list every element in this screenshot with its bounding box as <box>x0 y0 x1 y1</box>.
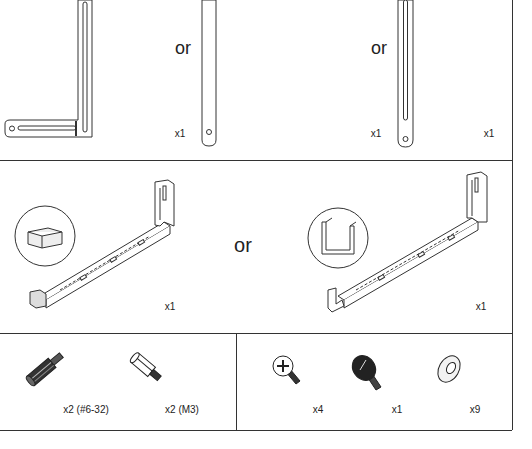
detail-edge <box>326 218 356 226</box>
slot <box>80 275 87 281</box>
hole <box>207 130 212 135</box>
row-divider <box>0 430 512 431</box>
quantity-label: x1 <box>175 129 186 139</box>
washer <box>433 352 464 386</box>
detail-u-channel <box>322 222 354 254</box>
quantity-label: x2 (M3) <box>165 405 199 415</box>
alternative-marker: or <box>371 39 387 57</box>
screw <box>273 356 300 384</box>
washer-hole <box>445 361 458 375</box>
thread <box>150 370 162 381</box>
hole <box>10 126 15 131</box>
row-divider <box>0 160 512 161</box>
slot <box>378 275 385 281</box>
detail-foot <box>28 228 62 248</box>
bar-body <box>202 0 216 146</box>
bracket-u-end <box>328 288 344 312</box>
thumb-screw <box>348 351 381 390</box>
slot <box>110 257 117 263</box>
hex-facet <box>135 357 152 371</box>
slot <box>418 252 425 258</box>
detail-edge <box>28 232 62 248</box>
frame-lines <box>0 0 513 431</box>
alternative-marker: or <box>234 235 252 255</box>
quantity-label: x4 <box>313 405 324 415</box>
quantity-label: x2 (#6-32) <box>63 405 109 415</box>
slot <box>18 126 76 130</box>
bar-body <box>398 0 413 147</box>
thread <box>50 353 63 365</box>
bend-line <box>75 121 77 136</box>
alternative-marker: or <box>175 39 191 57</box>
l-bracket-body <box>5 0 92 137</box>
hole <box>403 137 408 142</box>
slot-line <box>356 230 460 290</box>
slot <box>404 0 408 120</box>
l-bracket <box>5 0 92 137</box>
u-bracket-b <box>308 172 487 312</box>
quantity-label: x1 <box>476 302 487 312</box>
straight-bar <box>202 0 216 146</box>
bracket-tab <box>467 172 487 222</box>
tab-edge <box>160 188 161 220</box>
quantity-label: x1 <box>484 129 495 139</box>
slot <box>163 186 166 200</box>
standoff-end <box>129 352 141 364</box>
thumb-screw-highlight <box>360 360 366 370</box>
hex-facet <box>33 365 54 383</box>
slot <box>475 178 478 192</box>
standoff-6-32 <box>25 351 65 388</box>
screw-head <box>273 356 293 376</box>
frame-border <box>512 0 513 430</box>
tab-edge <box>472 180 473 216</box>
quantity-label: x1 <box>392 405 403 415</box>
quantity-label: x1 <box>165 302 176 312</box>
slot <box>448 235 455 241</box>
slotted-bar <box>398 0 413 147</box>
screw-cross <box>277 360 289 372</box>
detail-circle <box>15 206 75 266</box>
row-divider <box>0 333 512 334</box>
washer-ring <box>433 352 464 386</box>
slot <box>83 2 87 132</box>
hex-facet <box>30 362 51 380</box>
u-bracket-a <box>15 180 174 308</box>
column-divider <box>236 333 237 430</box>
thumb-screw-head <box>348 351 381 385</box>
detail-circle <box>308 208 368 268</box>
standoff-end <box>25 375 37 387</box>
bracket-tab <box>155 180 174 226</box>
quantity-label: x9 <box>470 405 481 415</box>
quantity-label: x1 <box>371 129 382 139</box>
slot <box>138 240 145 246</box>
standoff-m3 <box>129 352 163 383</box>
bracket-foot <box>30 290 46 308</box>
